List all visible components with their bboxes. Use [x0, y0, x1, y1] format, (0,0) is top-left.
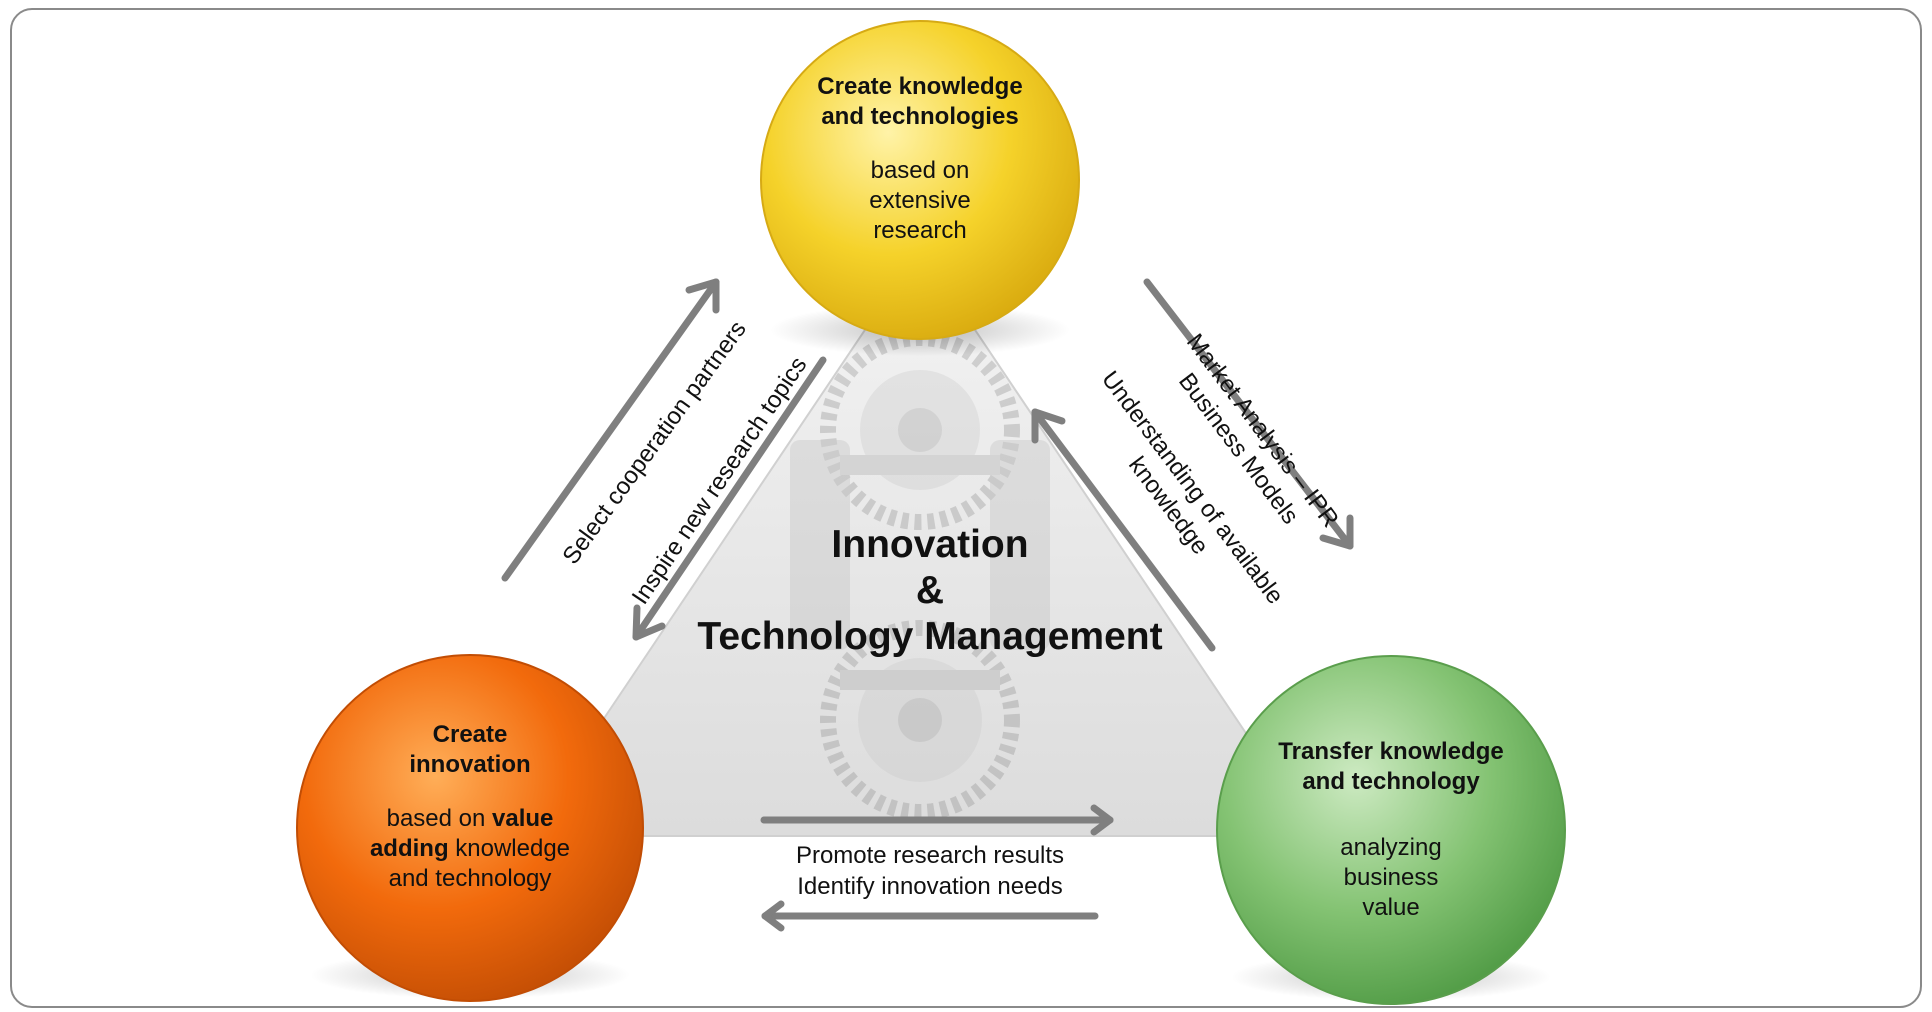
node-top-subtitle: based on extensive research	[869, 157, 971, 244]
node-left-title: Create innovation	[409, 721, 531, 778]
node-left-subtitle-pre: based on	[386, 805, 493, 832]
node-create-knowledge	[760, 20, 1080, 340]
node-transfer-knowledge	[1216, 655, 1566, 1005]
center-title-line3: Technology Management	[697, 615, 1163, 658]
node-left-subtitle-post: knowledge and technology	[388, 835, 571, 892]
node-top-text: Create knowledge and technologies based …	[800, 72, 1040, 246]
arrow-market-analysis-head	[1319, 514, 1354, 550]
arrow-promote-results-head	[1090, 804, 1114, 836]
label-promote-results: Promote research results	[795, 842, 1065, 869]
gears-illustration-icon	[790, 330, 1050, 820]
node-create-innovation	[296, 654, 644, 1002]
node-left-text: Create innovation based on value adding …	[340, 720, 600, 894]
arrow-select-partners	[501, 278, 720, 582]
arrow-inspire-topics	[632, 356, 827, 641]
center-title: Innovation & Technology Management	[640, 522, 1220, 660]
node-left-subtitle-bold: value adding	[369, 805, 554, 862]
label-identify-needs: Identify innovation needs	[797, 873, 1063, 900]
node-left-subtitle: based on value adding knowledge and tech…	[340, 804, 600, 894]
arrow-select-partners-head	[685, 278, 720, 314]
arrow-understanding	[1031, 408, 1216, 652]
node-right-subtitle: analyzing business value	[1340, 834, 1442, 921]
arrow-inspire-topics-head	[632, 604, 666, 641]
node-right-text: Transfer knowledge and technology analyz…	[1266, 737, 1516, 923]
center-title-line2: &	[915, 569, 945, 612]
center-triangle	[523, 246, 1317, 837]
node-top-title: Create knowledge and technologies	[817, 73, 1023, 130]
node-right-title: Transfer knowledge and technology	[1278, 738, 1504, 795]
center-title-line1: Innovation	[831, 523, 1029, 566]
arrow-market-analysis	[1143, 278, 1354, 550]
arrow-identify-needs-head	[761, 900, 785, 932]
arrow-understanding-head	[1031, 408, 1066, 444]
